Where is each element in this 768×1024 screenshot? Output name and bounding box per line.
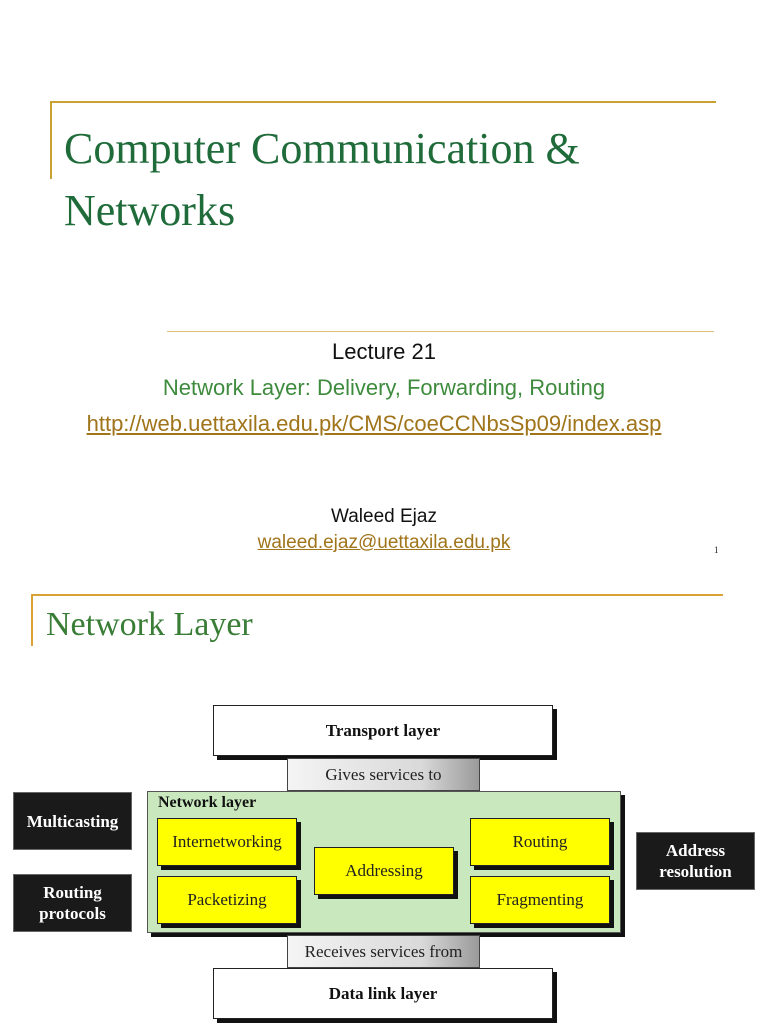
multicasting-label: Multicasting [26,811,119,831]
routing-protocols-label-line1: Routing [43,883,102,902]
receives-services-box: Receives services from [287,935,480,968]
routing-protocols-label-line2: protocols [39,904,106,923]
network-layer-label: Network layer [158,794,257,811]
data-link-layer-label: Data link layer [328,983,438,1003]
title-rule-horizontal [51,101,716,103]
slide2-title: Network Layer [46,606,253,643]
packetizing-label: Packetizing [187,890,267,909]
internetworking-box: Internetworking [157,818,297,866]
routing-protocols-box: Routing protocols [13,874,132,932]
gives-services-label: Gives services to [325,764,442,784]
subtitle-rule [167,331,714,332]
address-resolution-label-line2: resolution [659,862,732,881]
transport-layer-box: Transport layer [213,705,553,756]
title-rule-vertical [50,101,52,179]
gives-services-box: Gives services to [287,758,480,791]
routing-box: Routing [470,818,610,866]
slide-title-line1: Computer Communication & [64,124,580,173]
receives-services-label: Receives services from [304,941,463,961]
routing-label: Routing [512,832,568,851]
address-resolution-label-line1: Address [665,841,726,860]
email-link[interactable]: waleed.ejaz@uettaxila.edu.pk [257,532,511,553]
slide-title: Computer Communication & Networks [64,118,744,242]
addressing-label: Addressing [345,861,423,880]
multicasting-box: Multicasting [13,792,132,850]
slide2-rule-vertical [31,594,33,646]
data-link-layer-box: Data link layer [213,968,553,1019]
fragmenting-box: Fragmenting [470,876,610,924]
address-resolution-box: Address resolution [636,832,755,890]
internetworking-label: Internetworking [172,832,282,851]
author-name: Waleed Ejaz [331,506,437,527]
addressing-box: Addressing [314,847,454,895]
author-email-link: waleed.ejaz@uettaxila.edu.pk [0,532,768,554]
slide2-rule-horizontal [32,594,723,596]
transport-layer-label: Transport layer [325,720,441,740]
slide-title-line2: Networks [64,186,236,235]
lecture-number: Lecture 21 [332,339,436,364]
course-url-link[interactable]: http://web.uettaxila.edu.pk/CMS/coeCCNbs… [86,411,662,436]
page-number: 1 [714,545,719,555]
packetizing-box: Packetizing [157,876,297,924]
fragmenting-label: Fragmenting [496,890,584,909]
lecture-subtitle: Network Layer: Delivery, Forwarding, Rou… [162,375,606,400]
